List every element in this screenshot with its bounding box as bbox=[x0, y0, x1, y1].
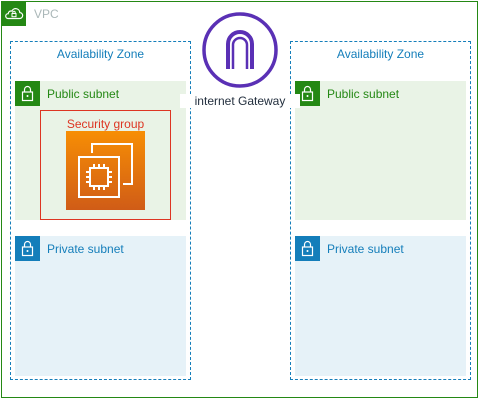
internet-gateway-icon[interactable] bbox=[201, 11, 279, 89]
ec2-instance-icon[interactable] bbox=[66, 131, 145, 210]
private-subnet-label: Private subnet bbox=[47, 242, 124, 256]
lock-icon bbox=[295, 236, 320, 261]
lock-icon bbox=[15, 236, 40, 261]
private-subnet-label: Private subnet bbox=[327, 242, 404, 256]
public-subnet-az2: Public subnet bbox=[295, 81, 466, 220]
public-subnet-label: Public subnet bbox=[47, 87, 120, 101]
availability-zone-label: Availability Zone bbox=[56, 47, 145, 61]
private-subnet-az2: Private subnet bbox=[295, 236, 466, 376]
availability-zone-label: Availability Zone bbox=[336, 47, 425, 61]
cloud-lock-icon bbox=[2, 2, 26, 26]
security-group-label: Security group bbox=[66, 117, 145, 131]
availability-zone-1: Availability Zone bbox=[10, 41, 191, 380]
security-group: Security group bbox=[40, 110, 171, 220]
public-subnet-label: Public subnet bbox=[327, 87, 400, 101]
vpc-label: VPC bbox=[34, 7, 59, 21]
lock-icon bbox=[15, 81, 40, 106]
availability-zone-2: Availability Zone bbox=[290, 41, 471, 380]
private-subnet-az1: Private subnet bbox=[15, 236, 186, 376]
internet-gateway-label: internet Gateway bbox=[180, 94, 300, 108]
